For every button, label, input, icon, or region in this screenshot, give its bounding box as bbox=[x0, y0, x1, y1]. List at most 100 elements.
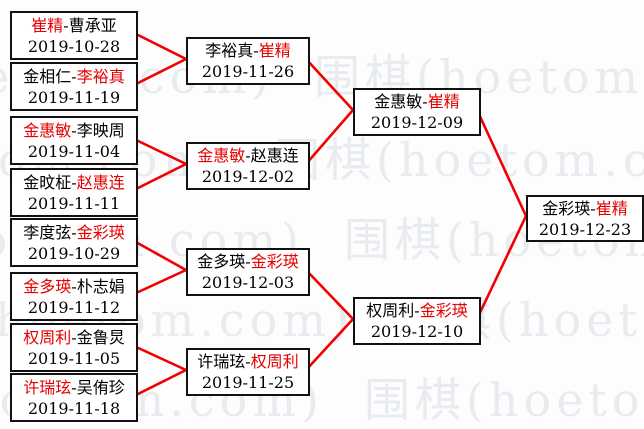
match-date: 2019-11-12 bbox=[27, 297, 121, 317]
match-box-r1-3: 金惠敏-李映周 2019-11-04 bbox=[10, 116, 138, 165]
match-result: 崔精-曹承亚 bbox=[31, 15, 116, 36]
match-box-sf-2: 权周利-金彩瑛 2019-12-10 bbox=[353, 297, 481, 345]
separator: - bbox=[422, 92, 428, 111]
separator: - bbox=[245, 146, 251, 165]
match-date: 2019-12-03 bbox=[201, 273, 295, 292]
match-box-r1-2: 金相仁-李裕真 2019-11-19 bbox=[10, 62, 138, 111]
player-2-name: 金彩瑛 bbox=[76, 222, 125, 242]
connector-line bbox=[133, 31, 187, 61]
player-2-name: 崔精 bbox=[595, 198, 628, 218]
separator: - bbox=[71, 377, 77, 397]
player-1-name: 李裕真 bbox=[205, 41, 254, 60]
separator: - bbox=[253, 41, 259, 60]
player-1-name: 金多瑛 bbox=[23, 276, 72, 296]
match-result: 金惠敏-崔精 bbox=[374, 91, 459, 112]
match-box-r1-1: 崔精-曹承亚 2019-10-28 bbox=[10, 11, 138, 60]
match-date: 2019-12-23 bbox=[538, 219, 632, 239]
player-2-name: 曹承亚 bbox=[68, 15, 117, 35]
match-date: 2019-11-19 bbox=[27, 87, 121, 107]
player-1-name: 金多瑛 bbox=[197, 252, 246, 271]
player-2-name: 李映周 bbox=[76, 120, 125, 140]
separator: - bbox=[71, 120, 77, 140]
match-box-r2-1: 李裕真-崔精 2019-11-26 bbox=[186, 37, 310, 85]
match-date: 2019-12-10 bbox=[370, 322, 464, 341]
separator: - bbox=[71, 222, 77, 242]
match-result: 权周利-金彩瑛 bbox=[366, 300, 467, 321]
match-box-final: 金彩瑛-崔精 2019-12-23 bbox=[526, 195, 644, 242]
player-2-name: 李裕真 bbox=[76, 66, 125, 86]
connector-line bbox=[475, 109, 528, 217]
match-date: 2019-11-05 bbox=[27, 348, 121, 368]
match-result: 李度弦-金彩瑛 bbox=[23, 222, 124, 243]
connector-line bbox=[133, 368, 187, 398]
match-date: 2019-11-26 bbox=[201, 62, 295, 81]
match-date: 2019-11-04 bbox=[27, 141, 121, 161]
player-2-name: 金彩瑛 bbox=[250, 252, 299, 271]
match-box-r1-8: 许瑞玹-吴侑珍 2019-11-18 bbox=[10, 373, 138, 422]
match-result: 权周利-金鲁炅 bbox=[23, 327, 124, 348]
match-date: 2019-10-28 bbox=[27, 36, 121, 56]
player-2-name: 赵惠连 bbox=[76, 172, 125, 192]
separator: - bbox=[71, 66, 77, 86]
separator: - bbox=[63, 15, 69, 35]
match-result: 金惠敏-李映周 bbox=[23, 120, 124, 141]
match-result: 金多瑛-金彩瑛 bbox=[197, 251, 298, 272]
separator: - bbox=[245, 352, 251, 371]
match-box-r2-3: 金多瑛-金彩瑛 2019-12-03 bbox=[186, 248, 310, 296]
player-2-name: 金彩瑛 bbox=[419, 301, 468, 320]
match-date: 2019-11-25 bbox=[201, 373, 295, 392]
connector-line bbox=[133, 57, 187, 87]
connector-line bbox=[475, 215, 528, 320]
match-result: 金旼柾-赵惠连 bbox=[23, 172, 124, 193]
match-date: 2019-11-18 bbox=[27, 398, 121, 418]
separator: - bbox=[71, 172, 77, 192]
player-2-name: 崔精 bbox=[258, 41, 291, 60]
match-date: 2019-10-29 bbox=[27, 243, 121, 263]
player-1-name: 李度弦 bbox=[23, 222, 72, 242]
player-2-name: 崔精 bbox=[427, 92, 460, 111]
connector-line bbox=[305, 318, 354, 371]
player-1-name: 金相仁 bbox=[23, 66, 72, 86]
match-box-r1-5: 李度弦-金彩瑛 2019-10-29 bbox=[10, 218, 138, 267]
separator: - bbox=[71, 327, 77, 347]
connector-line bbox=[133, 137, 187, 166]
player-1-name: 权周利 bbox=[366, 301, 415, 320]
match-result: 许瑞玹-权周利 bbox=[197, 351, 298, 372]
match-box-r2-4: 许瑞玹-权周利 2019-11-25 bbox=[186, 348, 310, 396]
player-2-name: 吴侑珍 bbox=[76, 377, 125, 397]
match-result: 金多瑛-朴志娟 bbox=[23, 276, 124, 297]
separator: - bbox=[590, 198, 596, 218]
player-1-name: 许瑞玹 bbox=[197, 352, 246, 371]
connector-line bbox=[133, 268, 187, 296]
match-result: 李裕真-崔精 bbox=[205, 40, 290, 61]
connector-line bbox=[305, 269, 354, 320]
player-2-name: 赵惠连 bbox=[250, 146, 299, 165]
separator: - bbox=[414, 301, 420, 320]
match-date: 2019-12-02 bbox=[201, 167, 295, 186]
player-2-name: 权周利 bbox=[250, 352, 299, 371]
player-1-name: 金旼柾 bbox=[23, 172, 72, 192]
player-1-name: 权周利 bbox=[23, 327, 72, 347]
connector-line bbox=[133, 162, 187, 192]
player-1-name: 金彩瑛 bbox=[542, 198, 591, 218]
player-2-name: 金鲁炅 bbox=[76, 327, 125, 347]
player-1-name: 金惠敏 bbox=[374, 92, 423, 111]
match-result: 金惠敏-赵惠连 bbox=[197, 145, 298, 166]
connector-line bbox=[305, 58, 354, 111]
match-box-r1-7: 权周利-金鲁炅 2019-11-05 bbox=[10, 323, 138, 372]
match-box-r2-2: 金惠敏-赵惠连 2019-12-02 bbox=[186, 142, 310, 190]
match-result: 许瑞玹-吴侑珍 bbox=[23, 377, 124, 398]
player-1-name: 崔精 bbox=[31, 15, 64, 35]
player-1-name: 金惠敏 bbox=[197, 146, 246, 165]
match-date: 2019-11-11 bbox=[27, 193, 121, 213]
separator: - bbox=[245, 252, 251, 271]
connector-line bbox=[305, 109, 354, 165]
match-date: 2019-12-09 bbox=[370, 113, 464, 132]
player-2-name: 朴志娟 bbox=[76, 276, 125, 296]
match-result: 金彩瑛-崔精 bbox=[542, 198, 627, 219]
match-box-sf-1: 金惠敏-崔精 2019-12-09 bbox=[353, 88, 481, 136]
player-1-name: 许瑞玹 bbox=[23, 377, 72, 397]
match-result: 金相仁-李裕真 bbox=[23, 66, 124, 87]
